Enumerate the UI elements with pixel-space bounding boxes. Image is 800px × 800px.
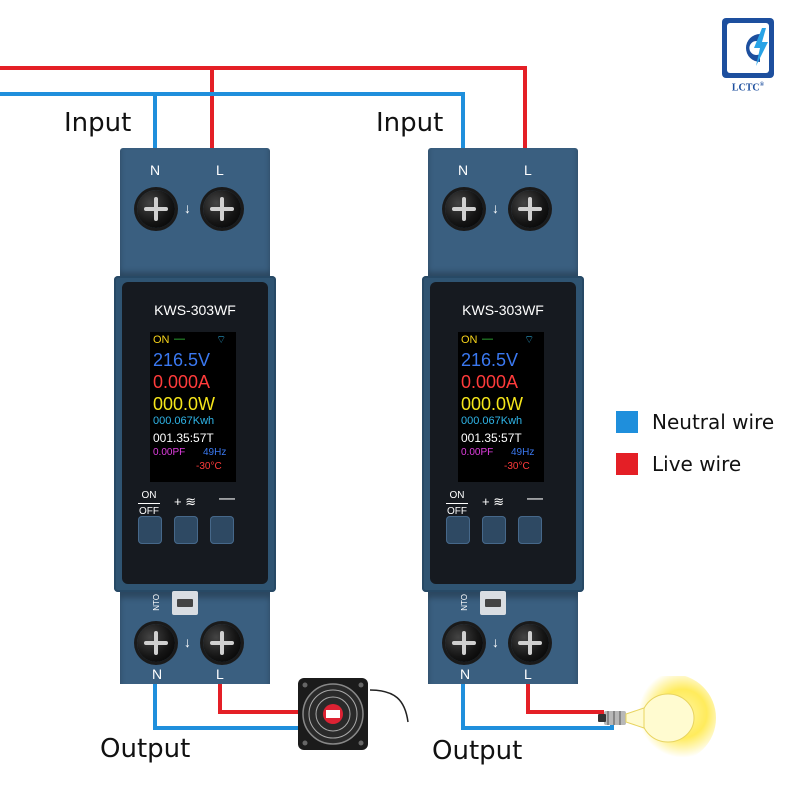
onoff-button[interactable] bbox=[446, 516, 470, 544]
live-wire-output-right bbox=[526, 680, 604, 714]
fan-cable bbox=[369, 689, 409, 723]
top-terminal-l-label: L bbox=[524, 162, 532, 178]
bottom-terminal-l-screw[interactable] bbox=[511, 624, 549, 662]
wifi-icon: ≋ bbox=[489, 494, 505, 509]
wifi-icon: ⌔ bbox=[216, 334, 227, 346]
top-terminal-n-screw[interactable] bbox=[445, 190, 483, 228]
lcd-screen: ON — ⌔ 216.5V 0.000A 000.0W 000.067Kwh 0… bbox=[150, 332, 236, 482]
energy-meter-left: N L ↓ KWS-303WF ON — ⌔ 216.5V 0.000A 000… bbox=[114, 148, 276, 684]
lcd-dash: — bbox=[482, 333, 493, 345]
legend-neutral: Neutral wire bbox=[616, 410, 774, 434]
lcd-power: 000.0W bbox=[153, 394, 216, 414]
live-wire-input bbox=[0, 66, 527, 150]
minus-label: — bbox=[219, 490, 235, 507]
lcd-pf: 0.00PF bbox=[153, 447, 186, 458]
meter-faceplate: KWS-303WF ON — ⌔ 216.5V 0.000A 000.0W 00… bbox=[430, 282, 576, 584]
on-label: ON bbox=[141, 490, 157, 501]
neutral-wire-output-left bbox=[153, 680, 305, 730]
plus-wifi-label: + ≋ bbox=[482, 494, 505, 509]
lcd-energy: 000.067Kwh bbox=[153, 415, 215, 427]
minus-button[interactable] bbox=[210, 516, 234, 544]
model-label: KWS-303WF bbox=[154, 302, 236, 318]
output-label-right: Output bbox=[432, 736, 523, 766]
lcd-dash: — bbox=[174, 333, 185, 345]
lcd-frequency: 49Hz bbox=[511, 447, 535, 458]
top-terminal-l-label: L bbox=[216, 162, 224, 178]
plus-wifi-button[interactable] bbox=[174, 516, 198, 544]
top-terminal-l-screw[interactable] bbox=[203, 190, 241, 228]
meter-top-block: N L ↓ bbox=[428, 148, 578, 276]
meter-faceplate: KWS-303WF ON — ⌔ 216.5V 0.000A 000.0W 00… bbox=[122, 282, 268, 584]
energy-meter-right: N L ↓ KWS-303WF ON — ⌔ 216.5V 0.000A 000… bbox=[422, 148, 584, 684]
meter-body: KWS-303WF ON — ⌔ 216.5V 0.000A 000.0W 00… bbox=[114, 276, 276, 592]
lcd-energy: 000.067Kwh bbox=[461, 415, 523, 427]
bottom-terminal-n-label: N bbox=[460, 666, 471, 682]
arrow-down-icon: ↓ bbox=[492, 200, 499, 216]
live-swatch bbox=[616, 453, 638, 475]
bottom-terminal-l-label: L bbox=[524, 666, 532, 682]
usb-port[interactable] bbox=[172, 591, 198, 615]
on-label: ON bbox=[449, 490, 465, 501]
arrow-down-icon: ↓ bbox=[184, 200, 191, 216]
bottom-terminal-n-screw[interactable] bbox=[137, 624, 175, 662]
legend-live-label: Live wire bbox=[652, 452, 742, 476]
lcd-current: 0.000A bbox=[153, 372, 211, 392]
arrow-down-icon: ↓ bbox=[492, 634, 499, 650]
bottom-terminal-n-label: N bbox=[152, 666, 163, 682]
meter-bottom-block: N L ↓ bbox=[428, 592, 578, 684]
input-label-right: Input bbox=[376, 108, 444, 138]
minus-button[interactable] bbox=[518, 516, 542, 544]
onoff-label: ON OFF bbox=[446, 490, 468, 517]
wifi-icon: ⌔ bbox=[524, 334, 535, 346]
lctc-logo bbox=[722, 18, 774, 78]
light-bulb-icon bbox=[598, 676, 716, 762]
plus-wifi-label: + ≋ bbox=[174, 494, 197, 509]
legend-live: Live wire bbox=[616, 452, 741, 476]
minus-label: — bbox=[527, 490, 543, 507]
lcd-status: ON bbox=[153, 334, 170, 346]
input-label-left: Input bbox=[64, 108, 132, 138]
off-label: OFF bbox=[447, 506, 467, 517]
lcd-status: ON bbox=[461, 334, 478, 346]
lcd-temperature: -30°C bbox=[504, 461, 530, 472]
port-label: NTO bbox=[152, 594, 161, 611]
legend-neutral-label: Neutral wire bbox=[652, 410, 775, 434]
bottom-terminal-n-screw[interactable] bbox=[445, 624, 483, 662]
usb-port[interactable] bbox=[480, 591, 506, 615]
meter-top-block: N L ↓ bbox=[120, 148, 270, 276]
lcd-power: 000.0W bbox=[461, 394, 524, 414]
meter-body: KWS-303WF ON — ⌔ 216.5V 0.000A 000.0W 00… bbox=[422, 276, 584, 592]
arrow-down-icon: ↓ bbox=[184, 634, 191, 650]
neutral-swatch bbox=[616, 411, 638, 433]
top-terminal-n-label: N bbox=[150, 162, 161, 178]
lcd-frequency: 49Hz bbox=[203, 447, 227, 458]
lcd-voltage: 216.5V bbox=[153, 350, 211, 370]
port-label: NTO bbox=[460, 594, 469, 611]
bottom-terminal-l-label: L bbox=[216, 666, 224, 682]
bottom-terminal-l-screw[interactable] bbox=[203, 624, 241, 662]
fan-icon bbox=[298, 678, 368, 750]
live-wire-output-left bbox=[218, 680, 305, 714]
lcd-current: 0.000A bbox=[461, 372, 519, 392]
top-terminal-l-screw[interactable] bbox=[511, 190, 549, 228]
onoff-button[interactable] bbox=[138, 516, 162, 544]
neutral-wire-output-right bbox=[461, 680, 614, 730]
lcd-screen: ON — ⌔ 216.5V 0.000A 000.0W 000.067Kwh 0… bbox=[458, 332, 544, 482]
onoff-label: ON OFF bbox=[138, 490, 160, 517]
logo-text: LCTC® bbox=[731, 82, 765, 94]
plus-wifi-button[interactable] bbox=[482, 516, 506, 544]
lcd-voltage: 216.5V bbox=[461, 350, 519, 370]
off-label: OFF bbox=[139, 506, 159, 517]
lcd-temperature: -30°C bbox=[196, 461, 222, 472]
wifi-icon: ≋ bbox=[181, 494, 197, 509]
top-terminal-n-label: N bbox=[458, 162, 469, 178]
lcd-pf: 0.00PF bbox=[461, 447, 494, 458]
output-label-left: Output bbox=[100, 734, 191, 764]
lcd-time: 001.35:57T bbox=[461, 431, 522, 445]
top-terminal-n-screw[interactable] bbox=[137, 190, 175, 228]
lcd-time: 001.35:57T bbox=[153, 431, 214, 445]
model-label: KWS-303WF bbox=[462, 302, 544, 318]
